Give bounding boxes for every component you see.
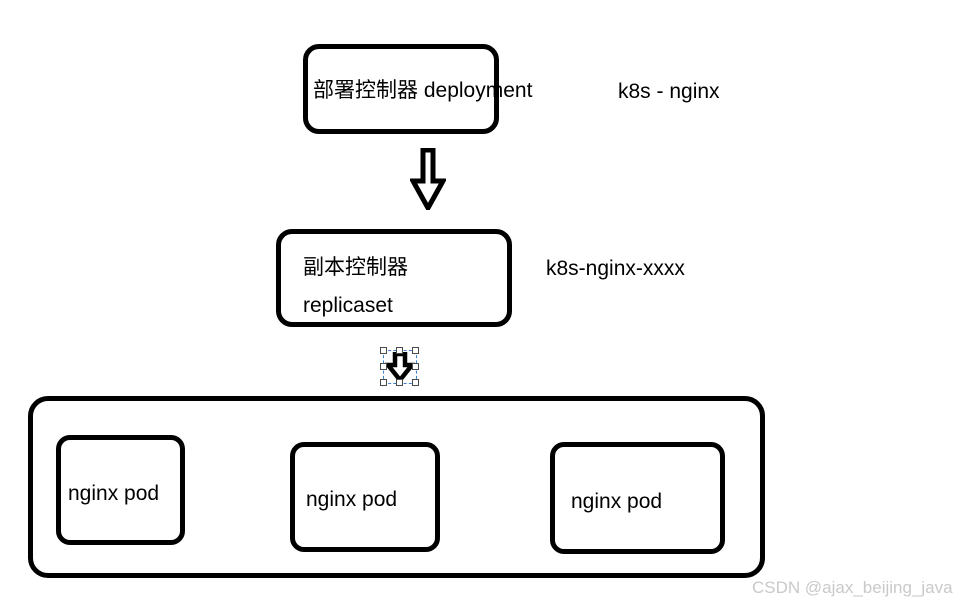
pod-node-label: nginx pod [306,488,398,511]
deployment-node-label: 部署控制器 deployment [313,79,533,102]
resize-handle-ne[interactable] [412,347,419,354]
deployment-node[interactable] [303,44,499,134]
arrow-deployment-to-replicaset[interactable] [410,148,446,210]
resize-handle-nw[interactable] [380,347,387,354]
replicaset-node[interactable] [276,229,512,327]
pod-node[interactable] [550,442,725,554]
resize-handle-n[interactable] [396,347,403,354]
pod-node[interactable] [56,435,185,545]
arrow-replicaset-to-pods[interactable] [380,347,419,386]
deployment-side-label: k8s - nginx [618,80,720,103]
replicaset-side-label: k8s-nginx-xxxx [546,257,685,280]
resize-handle-se[interactable] [412,379,419,386]
down-arrow-icon [410,148,446,210]
replicaset-node-label-line2: replicaset [303,294,393,317]
resize-handle-sw[interactable] [380,379,387,386]
resize-handle-s[interactable] [396,379,403,386]
pod-node-label: nginx pod [571,490,663,513]
watermark-text: CSDN @ajax_beijing_java [752,578,953,597]
resize-handle-w[interactable] [380,363,387,370]
down-arrow-shape [385,352,415,382]
pod-node-label: nginx pod [68,482,160,505]
pod-node[interactable] [290,442,440,552]
down-arrow-icon [385,352,415,382]
replicaset-node-label-line1: 副本控制器 [303,256,408,279]
resize-handle-e[interactable] [412,363,419,370]
